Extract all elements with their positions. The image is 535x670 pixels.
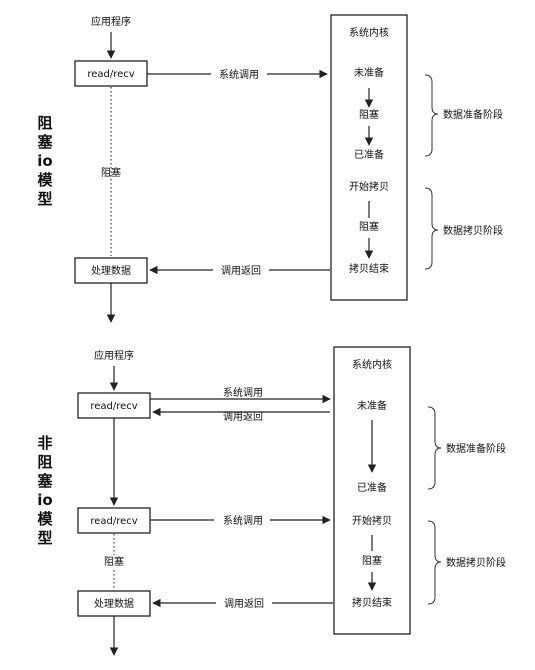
side-label-char: 模 xyxy=(37,510,53,528)
state-not-ready: 未准备 xyxy=(357,399,387,412)
state-ready: 已准备 xyxy=(357,481,387,494)
kernel-title: 系统内核 xyxy=(352,358,392,371)
syscall-label-bg xyxy=(211,67,267,81)
syscall-label-1: 系统调用 xyxy=(223,386,263,399)
process-data-label: 处理数据 xyxy=(91,264,131,277)
kernel-title: 系统内核 xyxy=(349,26,389,39)
read-recv-box-2 xyxy=(77,507,151,534)
state-copy-end: 拷贝结束 xyxy=(352,596,392,609)
return-label-1: 调用返回 xyxy=(223,411,263,423)
prepare-phase-brace xyxy=(424,74,439,157)
copy-phase-label: 数据拷贝阶段 xyxy=(443,224,503,237)
syscall-label-bg xyxy=(214,513,270,527)
prepare-phase-brace xyxy=(427,406,442,490)
read-recv-label: read/recv xyxy=(90,401,137,412)
side-label-char: 塞 xyxy=(37,472,53,490)
blocked-label: 阻塞 xyxy=(104,555,124,568)
state-ready: 已准备 xyxy=(354,148,384,161)
blocked-label-bg xyxy=(101,555,127,569)
side-label-char: 型 xyxy=(37,529,52,547)
state-blocked: 阻塞 xyxy=(359,108,379,121)
copy-phase-label: 数据拷贝阶段 xyxy=(446,556,506,569)
side-label-char: 阻 xyxy=(37,453,52,471)
state-copy-start: 开始拷贝 xyxy=(352,514,392,527)
process-data-label: 处理数据 xyxy=(94,597,134,610)
state-copy-start: 开始拷贝 xyxy=(349,180,389,193)
blocked-label: 阻塞 xyxy=(101,166,121,179)
nonblocking-io-diagram: 非 阻 塞 io 模 型 应用程序 read/recv 系统调用 调用返回 re… xyxy=(37,346,506,656)
side-label-char: 非 xyxy=(37,434,52,452)
process-data-box xyxy=(77,590,151,617)
return-label-2: 调用返回 xyxy=(224,598,264,610)
copy-phase-brace xyxy=(424,187,439,270)
return-label-bg xyxy=(213,263,269,277)
state-copy-end: 拷贝结束 xyxy=(349,262,389,275)
prepare-phase-label: 数据准备阶段 xyxy=(443,108,503,121)
syscall-label: 系统调用 xyxy=(219,68,259,81)
prepare-phase-label: 数据准备阶段 xyxy=(446,442,506,455)
side-label-char: 阻 xyxy=(37,114,52,132)
syscall-label-2: 系统调用 xyxy=(223,514,263,527)
read-recv-label: read/recv xyxy=(87,69,134,80)
state-blocked: 阻塞 xyxy=(362,554,382,567)
side-label-char: io xyxy=(37,152,52,170)
app-label: 应用程序 xyxy=(91,15,131,28)
side-label-char: 塞 xyxy=(37,133,53,151)
side-label-char: 模 xyxy=(37,171,53,189)
read-recv-label: read/recv xyxy=(90,516,137,527)
app-label: 应用程序 xyxy=(94,349,134,362)
return-label: 调用返回 xyxy=(221,265,261,277)
blocking-io-diagram: 阻 塞 io 模 型 应用程序 read/recv 系统调用 阻塞 处理数据 调… xyxy=(37,14,503,323)
state-blocked: 阻塞 xyxy=(359,220,379,233)
state-not-ready: 未准备 xyxy=(354,66,384,79)
side-label-char: 型 xyxy=(37,190,52,208)
return-label-bg xyxy=(216,596,272,610)
process-data-box xyxy=(74,257,148,284)
side-label-char: io xyxy=(37,491,52,509)
copy-phase-brace xyxy=(427,520,442,605)
